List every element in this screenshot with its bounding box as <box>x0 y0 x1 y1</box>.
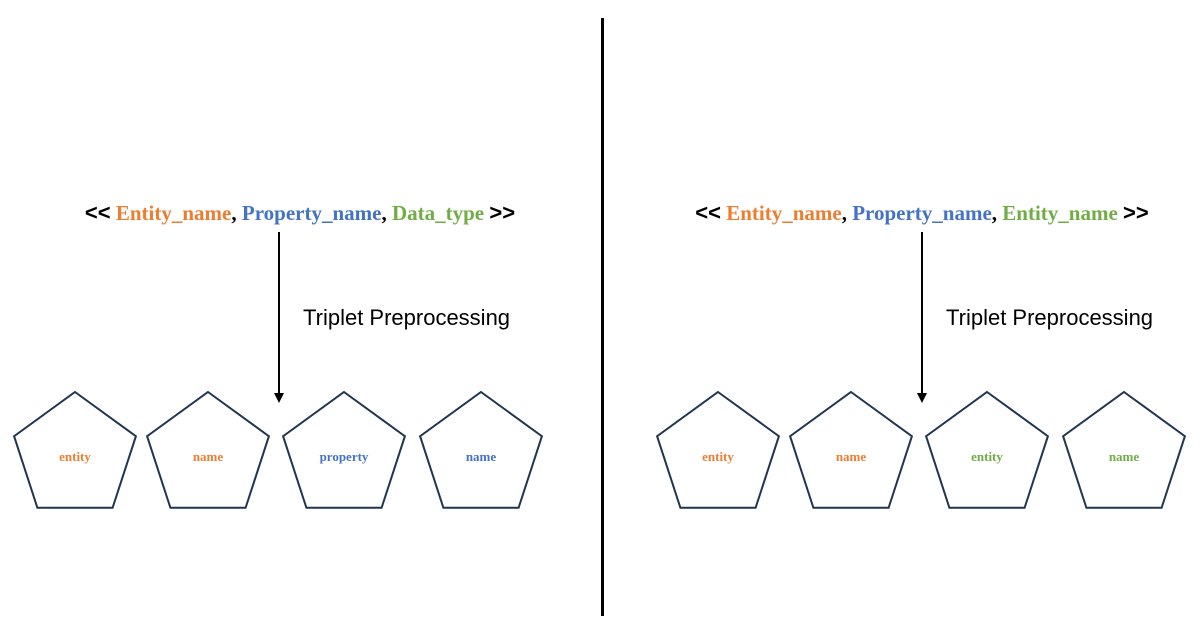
pentagon-label: property <box>320 449 369 464</box>
left-panel: << Entity_name, Property_name, Data_type… <box>0 200 600 509</box>
separator: , <box>841 201 847 225</box>
pentagon-label: entity <box>971 449 1003 464</box>
right-panel: << Entity_name, Property_name, Entity_na… <box>600 0 1200 632</box>
pentagon-shape <box>418 390 544 509</box>
pentagon-node: name <box>1061 390 1187 509</box>
triplet-left: << Entity_name, Property_name, Data_type… <box>0 200 600 226</box>
left-diagram: entity name property name <box>12 232 544 509</box>
preprocessing-label: Triplet Preprocessing <box>946 305 1154 330</box>
pentagon-label: name <box>193 449 224 464</box>
separator: , <box>991 201 998 225</box>
pentagon-shape <box>655 390 781 509</box>
triplet-entity-name: Entity_name <box>115 201 232 225</box>
open-brackets: << <box>84 200 111 225</box>
triplet-property-name: Property_name <box>241 201 382 225</box>
pentagon-node: entity <box>924 390 1050 509</box>
preprocessing-label: Triplet Preprocessing <box>303 305 511 330</box>
pentagon-node: name <box>145 390 271 509</box>
pentagon-label: entity <box>59 449 91 464</box>
pentagon-node: property <box>281 390 407 509</box>
pentagon-node: entity <box>655 390 781 509</box>
pentagon-shape <box>788 390 914 509</box>
triplet-data-type: Data_type <box>391 201 485 225</box>
close-brackets: >> <box>1123 200 1149 225</box>
close-brackets: >> <box>489 200 516 225</box>
pentagon-node: name <box>418 390 544 509</box>
open-brackets: << <box>695 200 721 225</box>
panel-divider <box>601 18 604 616</box>
pentagon-shape <box>1061 390 1187 509</box>
right-diagram: entity name entity name <box>655 232 1187 509</box>
triplet-right: << Entity_name, Property_name, Entity_na… <box>622 200 1200 226</box>
pentagon-label: entity <box>702 449 734 464</box>
separator: , <box>231 201 237 225</box>
triplet-property-name: Property_name <box>852 201 992 225</box>
pentagon-shape <box>924 390 1050 509</box>
pentagon-node: name <box>788 390 914 509</box>
triplet-entity-name: Entity_name <box>726 201 842 225</box>
triplet-entity-name-object: Entity_name <box>1002 201 1118 225</box>
separator: , <box>381 201 387 225</box>
pentagon-label: name <box>1109 449 1140 464</box>
pentagon-shape <box>145 390 271 509</box>
pentagon-label: name <box>466 449 497 464</box>
pentagon-shape <box>281 390 407 509</box>
pentagon-shape <box>12 390 138 509</box>
pentagon-label: name <box>836 449 867 464</box>
pentagon-node: entity <box>12 390 138 509</box>
